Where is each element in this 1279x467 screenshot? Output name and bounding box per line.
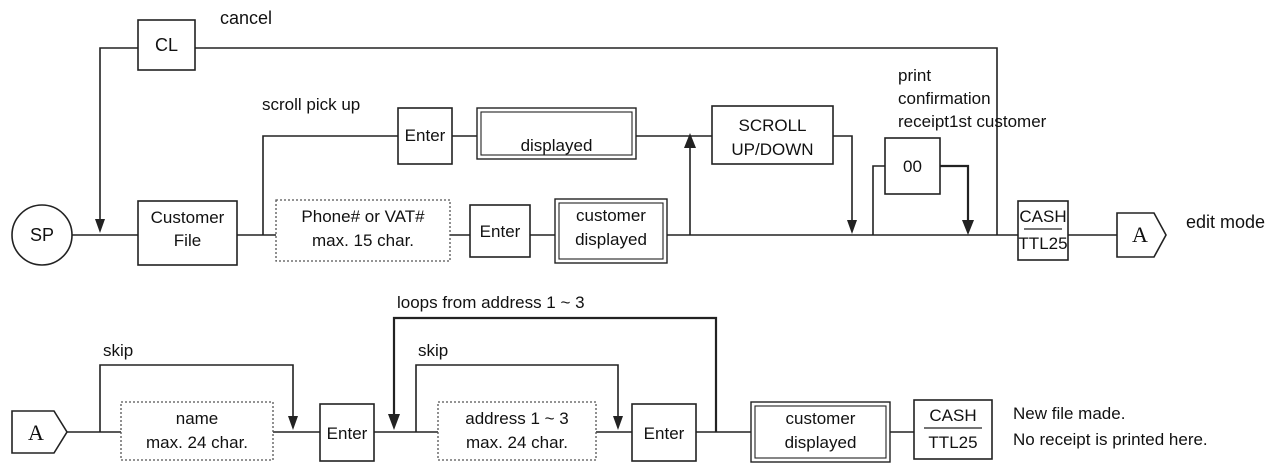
up-arrow-head — [684, 133, 696, 148]
customer-file-line2: File — [174, 231, 201, 250]
enter-key-scroll[interactable]: Enter — [397, 107, 453, 165]
customer-displayed-top: customer displayed — [554, 198, 668, 264]
skip-name-arrow — [288, 416, 298, 430]
customer-displayed-bottom-line2: displayed — [785, 433, 857, 452]
bottom-note: New file made. No receipt is printed her… — [1013, 404, 1208, 449]
displayed-label: displayed — [521, 136, 593, 155]
key-00[interactable]: 00 — [884, 137, 941, 195]
customer-displayed-top-line1: customer — [576, 206, 646, 225]
name-line2: max. 24 char. — [146, 433, 248, 452]
cash-ttl-key-top[interactable]: CASH TTL25 — [1017, 200, 1069, 261]
enter-main-label: Enter — [480, 222, 521, 241]
enter-key-main[interactable]: Enter — [469, 204, 531, 258]
customer-file-key[interactable]: Customer File — [137, 200, 238, 266]
ttl-bottom-label: TTL25 — [928, 433, 977, 452]
connector-a-top: A — [1116, 212, 1167, 258]
cash-bottom-label: CASH — [929, 406, 976, 425]
enter-scroll-label: Enter — [405, 126, 446, 145]
cash-ttl-key-bottom[interactable]: CASH TTL25 — [913, 399, 993, 460]
scroll-down-line — [833, 135, 853, 225]
name-input[interactable]: name max. 24 char. — [120, 401, 274, 461]
loops-line — [392, 316, 718, 432]
customer-displayed-top-line2: displayed — [575, 230, 647, 249]
address-input[interactable]: address 1 ~ 3 max. 24 char. — [437, 401, 597, 461]
skip-address-loop — [415, 364, 619, 432]
phone-line2: max. 15 char. — [312, 231, 414, 250]
customer-displayed-bottom-line1: customer — [786, 409, 856, 428]
cancel-loop-left — [99, 47, 138, 225]
skip-name-loop — [99, 364, 294, 432]
scroll-down-arrow — [847, 220, 857, 234]
start-node-sp: SP — [11, 204, 73, 266]
key-00-label: 00 — [903, 157, 922, 176]
print-confirmation-label: print confirmation receipt1st customer — [898, 66, 1047, 131]
name-line1: name — [176, 409, 219, 428]
cancel-label: cancel — [220, 8, 272, 28]
scroll-up-down-key[interactable]: SCROLL UP/DOWN — [711, 105, 834, 165]
scroll-pickup-label: scroll pick up — [262, 95, 360, 114]
enter-key-address[interactable]: Enter — [631, 403, 697, 462]
cash-top-label: CASH — [1019, 207, 1066, 226]
cancel-loop-right — [195, 47, 998, 235]
cl-key[interactable]: CL — [137, 19, 196, 71]
phone-vat-input[interactable]: Phone# or VAT# max. 15 char. — [275, 199, 451, 262]
enter-address-label: Enter — [644, 424, 685, 443]
ttl-top-label: TTL25 — [1018, 234, 1067, 253]
key00-branch-right — [940, 164, 970, 226]
loops-arrow — [388, 414, 400, 430]
connector-a-bottom-label: A — [28, 420, 44, 445]
edit-mode-label: edit mode — [1186, 212, 1265, 232]
skip-address-label: skip — [418, 341, 448, 360]
cancel-arrow — [95, 219, 105, 233]
print-conf-line2: confirmation — [898, 89, 991, 108]
scroll-line1: SCROLL — [738, 116, 806, 135]
skip-name-label: skip — [103, 341, 133, 360]
skip-address-arrow — [613, 416, 623, 430]
enter-name-label: Enter — [327, 424, 368, 443]
address-line2: max. 24 char. — [466, 433, 568, 452]
connector-a-bottom: A — [11, 410, 68, 454]
top-flow-lines — [72, 47, 1117, 236]
key00-branch-left — [872, 165, 885, 235]
print-conf-line3: receipt1st customer — [898, 112, 1047, 131]
customer-file-line1: Customer — [151, 208, 225, 227]
key00-arrow — [962, 220, 974, 235]
phone-line1: Phone# or VAT# — [301, 207, 425, 226]
displayed-box: displayed — [476, 107, 637, 160]
cl-key-label: CL — [155, 35, 178, 55]
note-line2: No receipt is printed here. — [1013, 430, 1208, 449]
address-line1: address 1 ~ 3 — [465, 409, 569, 428]
print-conf-line1: print — [898, 66, 931, 85]
note-line1: New file made. — [1013, 404, 1125, 423]
sp-label: SP — [30, 225, 54, 245]
scroll-line2: UP/DOWN — [731, 140, 813, 159]
connector-a-top-label: A — [1132, 222, 1148, 247]
scroll-branch-left — [262, 135, 398, 235]
enter-key-name[interactable]: Enter — [319, 403, 375, 462]
customer-displayed-bottom: customer displayed — [750, 401, 891, 463]
loops-label: loops from address 1 ~ 3 — [397, 293, 585, 312]
